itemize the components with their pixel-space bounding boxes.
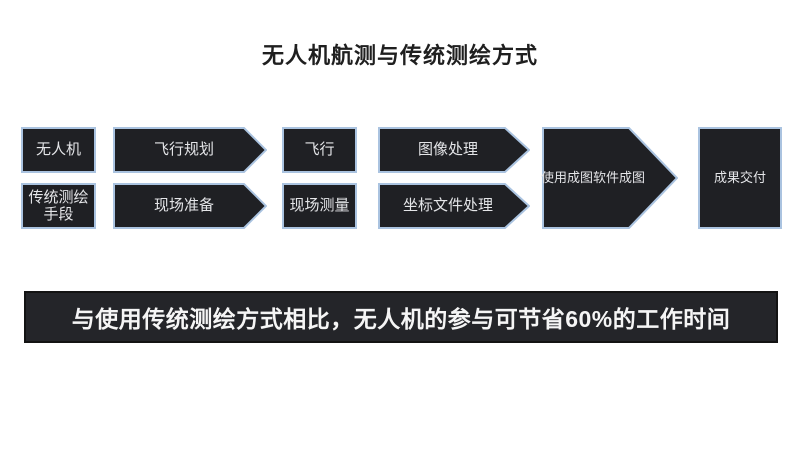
node-flight-planning: 飞行规划 [113,127,267,173]
right-arrow-shape [378,127,530,173]
node-uav-label: 无人机 [35,141,81,159]
node-coordinate-file-processing: 坐标文件处理 [378,183,530,229]
node-mapping-software-label: 使用成图软件成图 [541,169,646,185]
node-image-processing: 图像处理 [378,127,530,173]
node-site-survey-label: 现场测量 [289,197,350,215]
node-mapping-software: 使用成图软件成图 [541,127,678,229]
node-image-processing-label: 图像处理 [417,141,478,159]
right-arrow-shape [542,127,678,229]
node-site-preparation-label: 现场准备 [153,197,214,215]
summary-banner: 与使用传统测绘方式相比，无人机的参与可节省60%的工作时间 [24,291,778,343]
node-deliverable-label: 成果交付 [713,169,766,185]
node-flight-planning-label: 飞行规划 [153,141,214,159]
node-traditional-method-line1: 传统测绘 [28,188,89,206]
node-flight-label: 飞行 [304,141,335,159]
summary-text: 与使用传统测绘方式相比，无人机的参与可节省60%的工作时间 [71,306,731,332]
slide-title: 无人机航测与传统测绘方式 [261,43,538,68]
node-uav: 无人机 [21,127,96,173]
node-site-preparation: 现场准备 [113,183,267,229]
right-arrow-shape [113,127,267,173]
node-traditional-method-line2: 手段 [43,206,74,223]
node-deliverable: 成果交付 [698,127,782,229]
node-flight: 飞行 [282,127,357,173]
right-arrow-shape [378,183,530,229]
node-traditional-method: 传统测绘 手段 [21,183,96,229]
node-site-survey: 现场测量 [282,183,357,229]
right-arrow-shape [113,183,267,229]
node-coordinate-file-processing-label: 坐标文件处理 [402,197,493,215]
node-traditional-method-label: 传统测绘 手段 [23,185,94,227]
